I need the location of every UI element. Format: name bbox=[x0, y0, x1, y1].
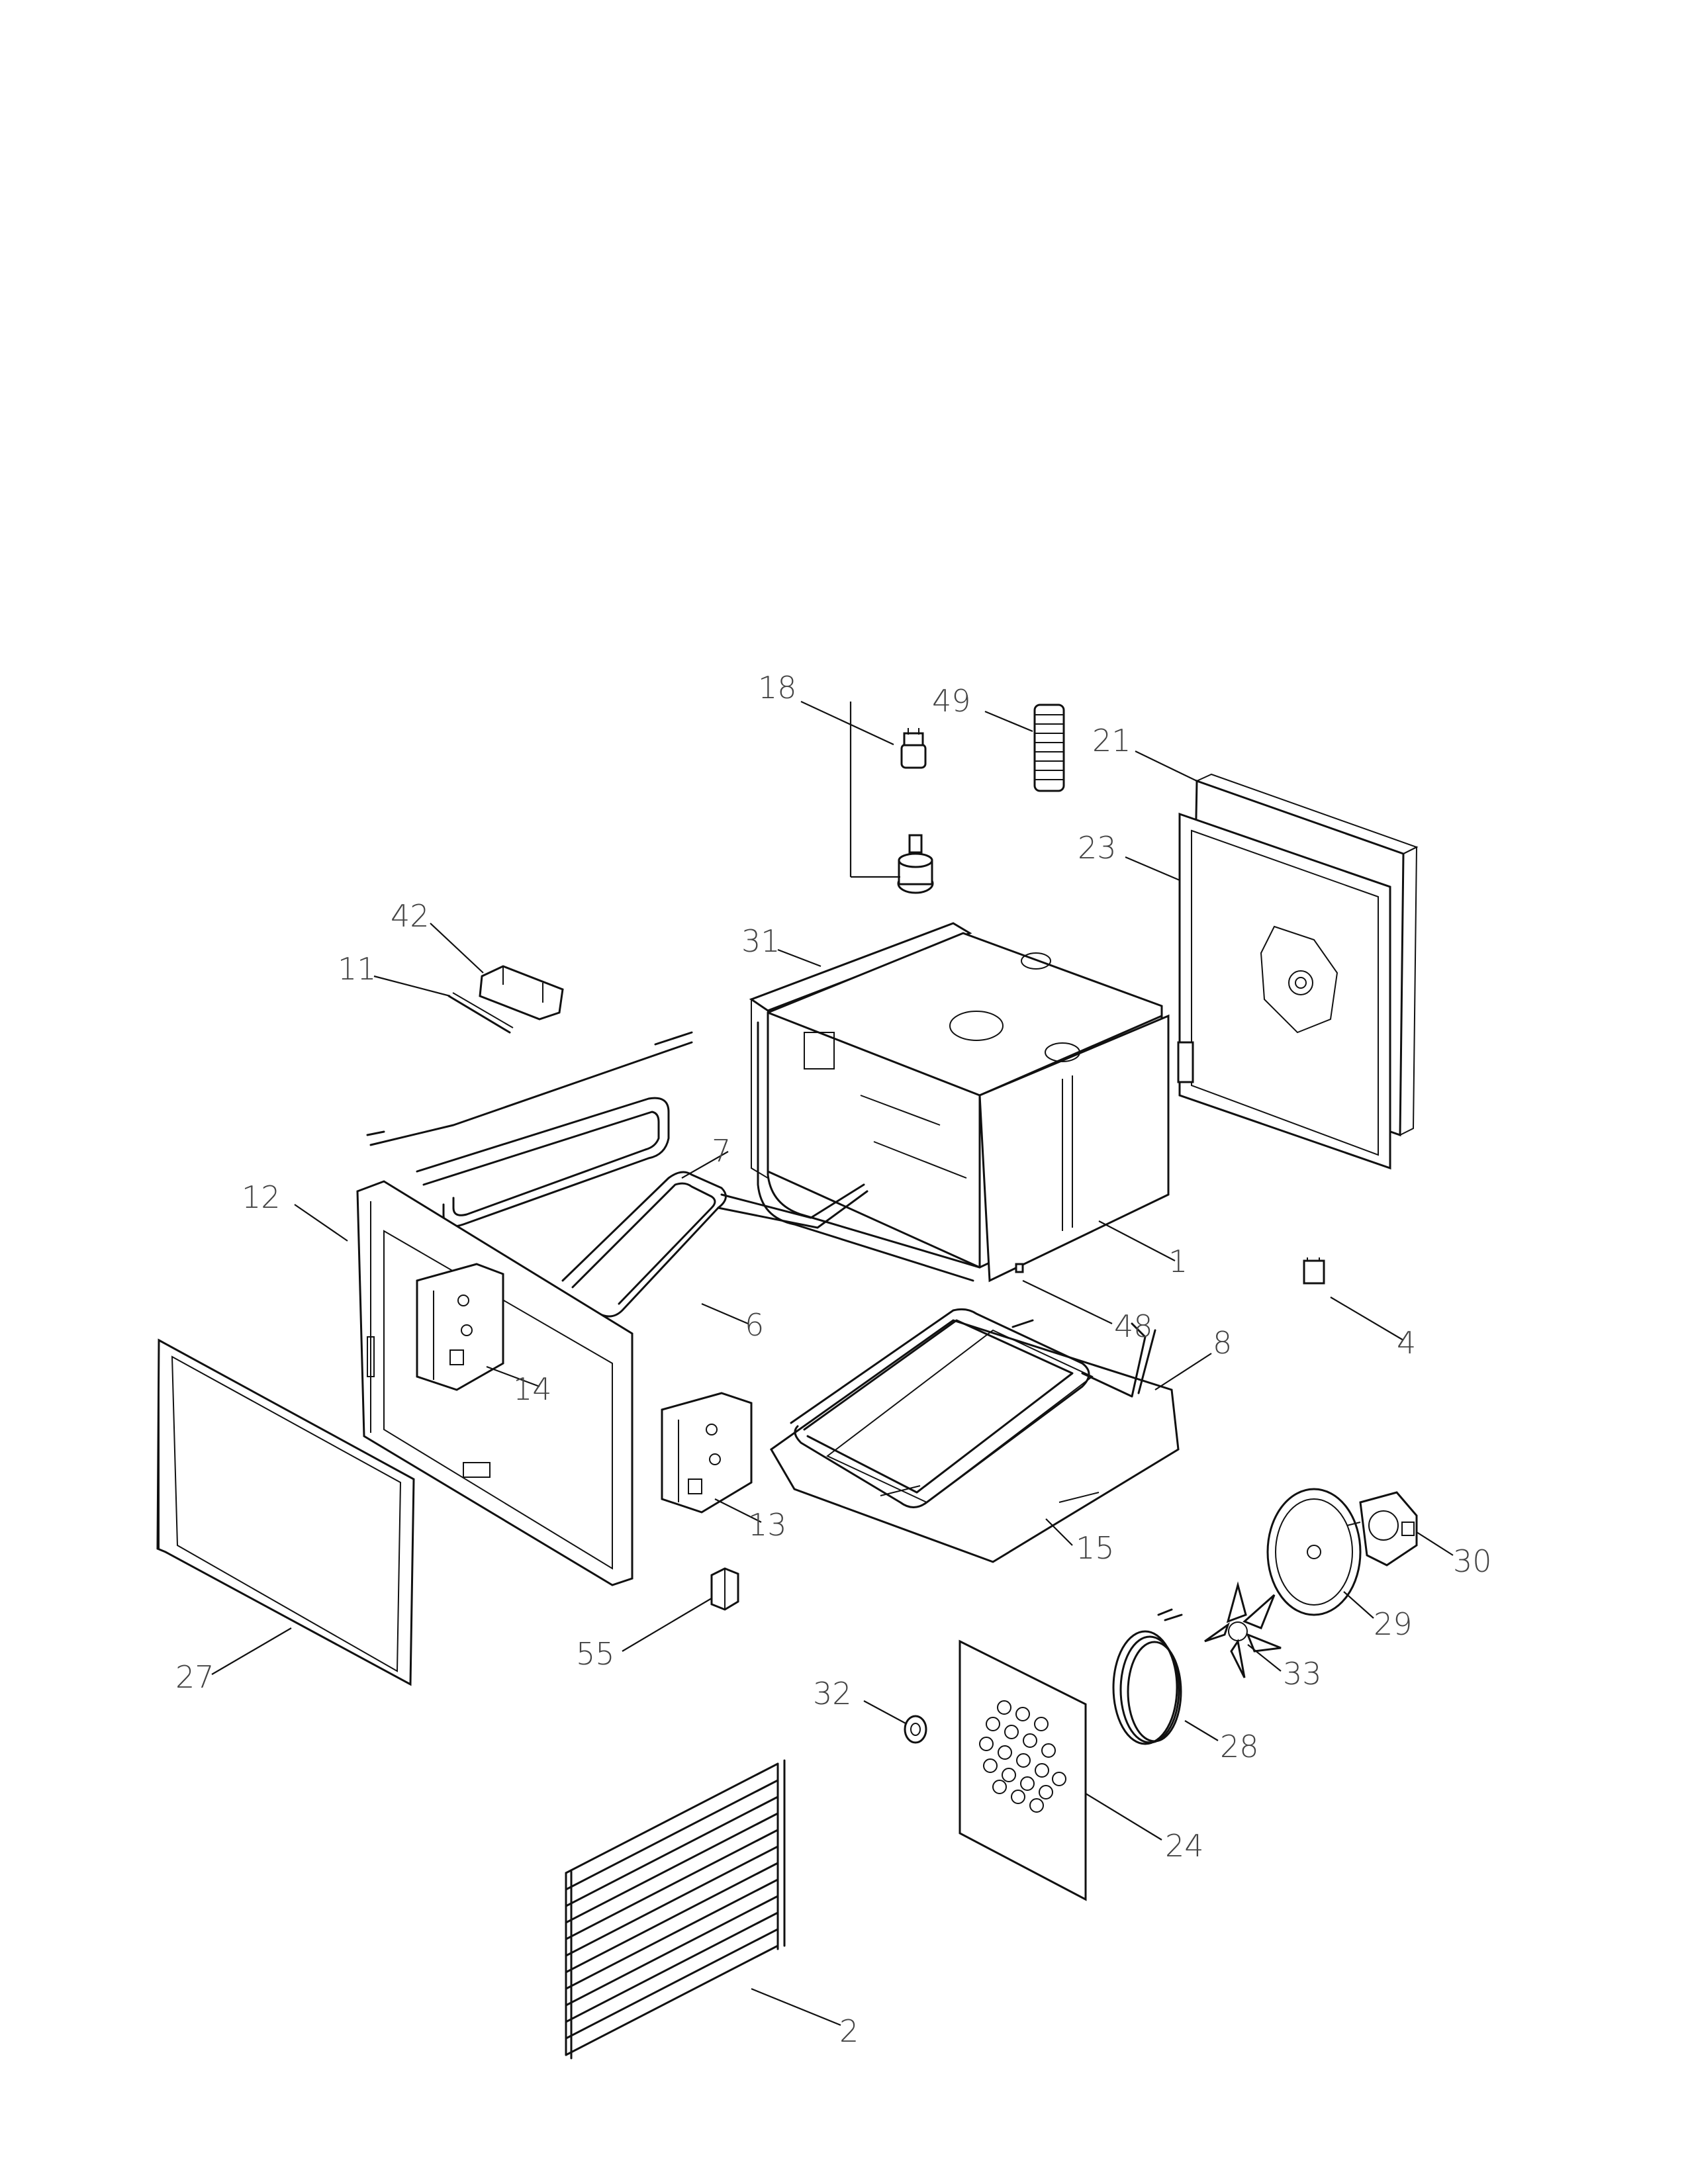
part-24-fan-cover bbox=[959, 1639, 1087, 1901]
leader-lines bbox=[211, 701, 1454, 2026]
callout-24: 24 bbox=[1165, 1828, 1204, 1864]
callout-1: 1 bbox=[1168, 1244, 1188, 1279]
part-55-block bbox=[710, 1567, 739, 1611]
callout-42: 42 bbox=[391, 898, 430, 934]
callout-55: 55 bbox=[576, 1636, 615, 1672]
callout-29: 29 bbox=[1374, 1606, 1413, 1642]
part-28-circular-element bbox=[1112, 1608, 1183, 1745]
callout-labels: 18 49 21 23 42 11 31 7 12 1 6 48 4 8 14 … bbox=[175, 670, 1492, 2049]
callout-15: 15 bbox=[1076, 1530, 1115, 1566]
callout-14: 14 bbox=[513, 1371, 552, 1407]
callout-6: 6 bbox=[745, 1307, 764, 1343]
callout-33: 33 bbox=[1283, 1656, 1322, 1692]
part-18-sensor bbox=[897, 728, 934, 894]
callout-7: 7 bbox=[712, 1133, 731, 1169]
part-29-motor-plate bbox=[1266, 1488, 1362, 1616]
part-4-switch bbox=[1303, 1257, 1325, 1285]
callout-23: 23 bbox=[1078, 830, 1117, 866]
part-15-bottom-pan bbox=[770, 1319, 1180, 1563]
part-48-clip bbox=[1015, 1263, 1024, 1273]
callout-12: 12 bbox=[242, 1179, 281, 1215]
part-42-bracket bbox=[479, 965, 564, 1021]
callout-8: 8 bbox=[1213, 1325, 1232, 1361]
part-8-bottom-element bbox=[790, 1308, 1156, 1508]
callout-11: 11 bbox=[338, 951, 377, 987]
part-33-fan-blade bbox=[1204, 1581, 1282, 1678]
callout-30: 30 bbox=[1453, 1543, 1492, 1579]
callout-28: 28 bbox=[1220, 1729, 1259, 1764]
callout-32: 32 bbox=[813, 1676, 852, 1711]
part-6-lower-element bbox=[561, 1171, 868, 1318]
part-14-left-hinge bbox=[416, 1263, 504, 1391]
callout-31: 31 bbox=[741, 923, 780, 959]
part-2-rack-guide bbox=[565, 1759, 786, 2060]
part-30-fan-motor bbox=[1346, 1491, 1418, 1567]
callout-27: 27 bbox=[175, 1659, 214, 1695]
callout-18: 18 bbox=[758, 670, 797, 705]
part-1-oven-cavity bbox=[757, 932, 1194, 1283]
part-11-rod bbox=[447, 992, 514, 1034]
part-23-rear-panel bbox=[1178, 812, 1391, 1170]
callout-49: 49 bbox=[932, 683, 971, 719]
part-27-door-glass bbox=[156, 1338, 415, 1686]
callout-48: 48 bbox=[1114, 1308, 1153, 1344]
callout-4: 4 bbox=[1397, 1325, 1416, 1361]
callout-13: 13 bbox=[748, 1507, 787, 1543]
part-7-top-element bbox=[366, 1031, 693, 1228]
part-32-washer bbox=[904, 1715, 927, 1744]
callout-2: 2 bbox=[839, 2013, 859, 2049]
callout-21: 21 bbox=[1092, 723, 1131, 758]
part-13-right-hinge bbox=[661, 1392, 753, 1514]
part-49-spring bbox=[1033, 704, 1065, 792]
